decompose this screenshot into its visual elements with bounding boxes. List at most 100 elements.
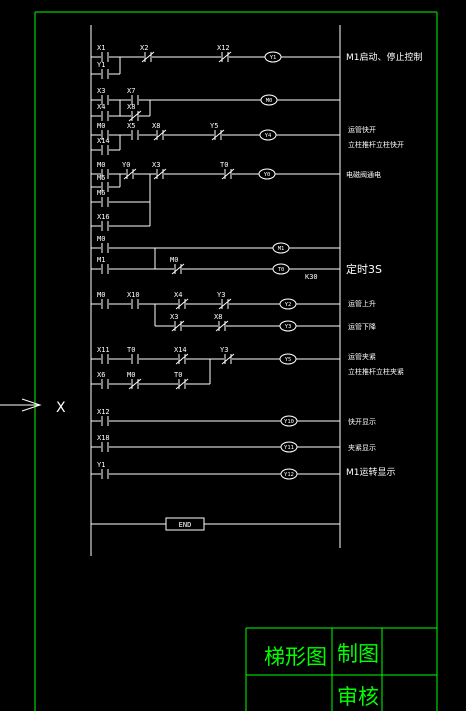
contact-x3: X3: [152, 161, 167, 180]
title-ladder-diagram: 梯形图: [264, 645, 327, 669]
note-fall: 运管下降: [348, 322, 376, 331]
contact-label: X2: [140, 44, 148, 52]
coil-label: Y1: [270, 55, 277, 61]
end-instruction: END: [165, 517, 205, 531]
coil-y3: Y3: [279, 320, 297, 332]
contact-x8: X8: [127, 103, 142, 122]
contact-label: Y3: [217, 291, 225, 299]
title-drawn-by: 制图: [337, 642, 379, 666]
contact-label: X14: [97, 137, 110, 145]
coil-label: Y5: [285, 357, 292, 363]
contact-label: X3: [152, 161, 160, 169]
note-timer-3s: 定时3S: [346, 262, 382, 276]
coil-y2: Y2: [279, 298, 297, 310]
coil-m1: M1: [272, 242, 290, 254]
contact-x3: X3: [97, 87, 109, 105]
contact-m1: M1: [97, 256, 109, 274]
contact-m0: M0: [97, 291, 109, 309]
contact-label: Y0: [122, 161, 130, 169]
note-clamp-display: 夹紧显示: [348, 443, 376, 452]
contact-x12: X12: [217, 44, 232, 63]
contact-label: M0: [97, 291, 105, 299]
contact-label: X5: [127, 122, 135, 130]
coil-label: Y11: [284, 445, 294, 451]
contact-label: X3: [97, 87, 105, 95]
note-m1-start-stop: M1启动、停止控制: [346, 51, 423, 63]
contact-label: T0: [220, 161, 228, 169]
contact-label: M0: [97, 122, 105, 130]
coil-y1: Y1: [264, 51, 282, 63]
contact-x2: X2: [140, 44, 155, 63]
contact-y1: Y1: [97, 461, 109, 479]
contact-label: M0: [97, 161, 105, 169]
end-label: END: [179, 521, 192, 529]
contact-y3: Y3: [217, 291, 232, 310]
coil-label: Y3: [285, 324, 292, 330]
contact-x7: X7: [127, 87, 139, 105]
title-checked-by: 审核: [337, 685, 379, 709]
annotation-group: M1启动、停止控制 运管快开 立柱推杆立柱快开 电磁阀通电 定时3S K30 运…: [305, 51, 423, 478]
contact-label: Y1: [97, 61, 105, 69]
contact-label: X8: [127, 103, 135, 111]
side-marker-label: X: [56, 400, 66, 416]
contact-label: X1: [97, 44, 105, 52]
contact-m0: M0: [97, 122, 109, 140]
contact-label: X6: [97, 371, 105, 379]
contact-label: Y5: [210, 122, 218, 130]
note-quick-open-display: 快开显示: [348, 417, 376, 426]
coil-y11: Y11: [280, 441, 298, 453]
contact-t0: T0: [220, 161, 235, 180]
contact-label: X11: [97, 346, 110, 354]
contact-t0: T0: [174, 371, 189, 390]
note-solenoid: 电磁阀通电: [346, 170, 381, 179]
contact-x4: X4: [97, 103, 109, 121]
contact-x6: X6: [97, 371, 109, 389]
contact-label: M0: [170, 256, 178, 264]
contact-label: X4: [174, 291, 182, 299]
contact-x12: X12: [97, 408, 110, 426]
note-column-clamp: 立柱推杆立柱夹紧: [348, 367, 404, 376]
note-rise: 运管上升: [348, 299, 376, 308]
contact-m6: M6: [97, 189, 109, 207]
contact-m0: M0: [97, 161, 109, 179]
contact-x14: X14: [97, 137, 110, 155]
contact-label: M0: [97, 235, 105, 243]
note-m1-run-display: M1运转显示: [346, 466, 396, 478]
contact-label: X3: [170, 313, 178, 321]
coil-y0: Y0: [258, 168, 276, 180]
contact-label: X12: [217, 44, 230, 52]
contact-m0: M0: [170, 256, 185, 275]
contact-x8: X8: [214, 313, 229, 332]
contact-x4: X4: [174, 291, 189, 310]
contact-label: T0: [174, 371, 182, 379]
contact-x5: X5: [127, 122, 139, 140]
contact-label: M5: [97, 174, 105, 182]
contact-x11: X11: [97, 346, 110, 364]
coil-label: Y2: [285, 302, 292, 308]
contact-label: Y1: [97, 461, 105, 469]
contact-label: X4: [97, 103, 105, 111]
contact-label: M6: [97, 189, 105, 197]
contact-t0: T0: [127, 346, 139, 364]
contact-label: X8: [214, 313, 222, 321]
contact-m5: M5: [97, 174, 109, 192]
contact-label: X8: [152, 122, 160, 130]
contact-x10: X10: [127, 291, 140, 309]
contact-label: X18: [97, 434, 110, 442]
contact-label: X16: [97, 213, 110, 221]
coil-y12: Y12: [280, 468, 298, 480]
side-arrow: [0, 398, 42, 412]
contact-y1: Y1: [97, 61, 109, 79]
coil-m0: M0: [260, 94, 278, 106]
contact-m0: M0: [127, 371, 142, 390]
contact-label: X12: [97, 408, 110, 416]
coil-label: Y4: [265, 133, 272, 139]
coil-label: Y10: [284, 419, 294, 425]
contact-x16: X16: [97, 213, 110, 231]
contact-x18: X18: [97, 434, 110, 452]
contact-m0: M0: [97, 235, 109, 253]
contact-label: X10: [127, 291, 140, 299]
contact-x1: X1: [97, 44, 109, 62]
